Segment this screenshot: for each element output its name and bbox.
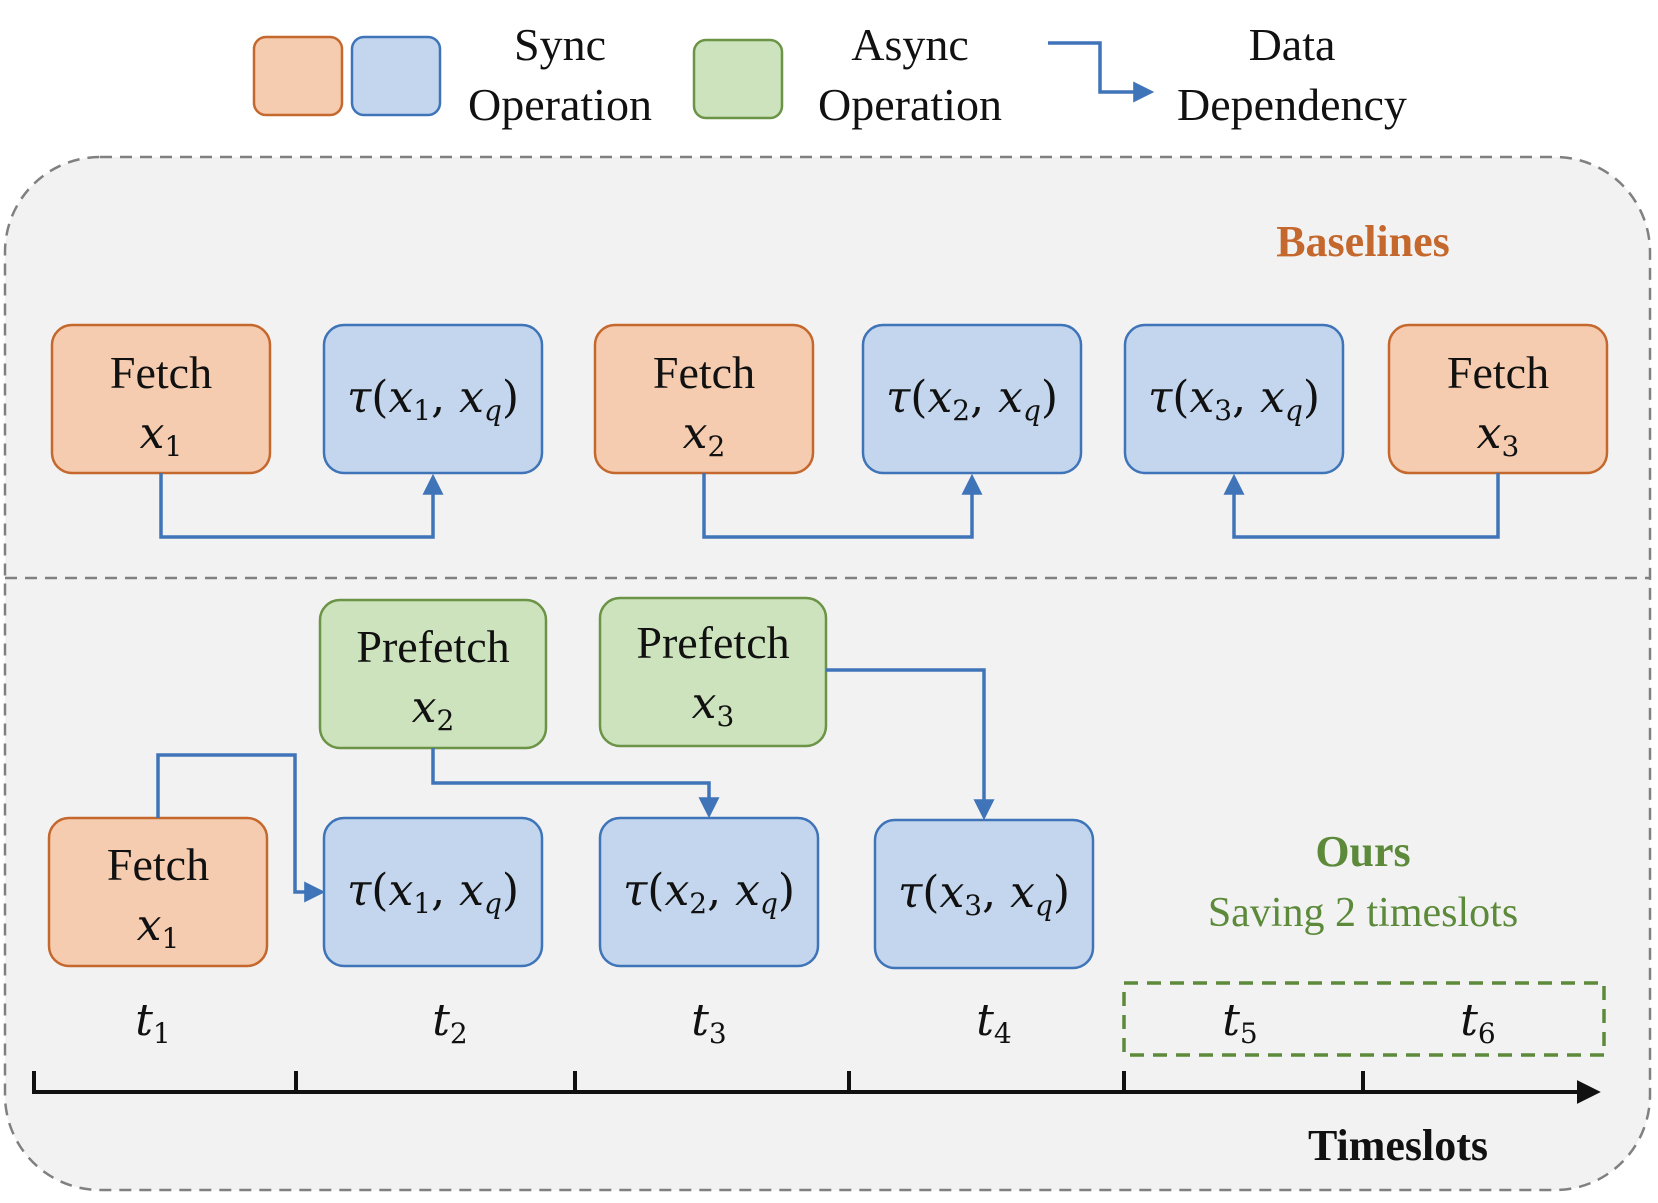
op-expression: τ(x3, xq) <box>1148 372 1320 427</box>
op-variable: x3 <box>692 678 735 733</box>
baseline-fetch-x1-box: Fetch x1 <box>50 323 272 475</box>
op-expression: τ(x2, xq) <box>623 865 795 920</box>
baseline-compute-x2-box: τ(x2, xq) <box>861 323 1083 475</box>
legend-dependency-label-1: Data <box>1249 19 1336 70</box>
timeline-axis-label: Timeslots <box>1308 1121 1488 1170</box>
ours-dependency-arrow-fetch <box>156 753 326 903</box>
ours-compute-x2-box: τ(x2, xq) <box>598 816 820 968</box>
op-label: Fetch <box>110 347 212 398</box>
legend-sync-blue-swatch <box>350 35 442 117</box>
baseline-compute-x3-box: τ(x3, xq) <box>1123 323 1345 475</box>
saved-timeslots-box <box>1122 981 1606 1057</box>
ours-prefetch-x3-box: Prefetch x3 <box>598 596 828 748</box>
comparison-panel <box>3 155 1652 1192</box>
legend-sync-label-2: Operation <box>468 79 652 130</box>
baseline-compute-x1-box: τ(x1, xq) <box>322 323 544 475</box>
legend-async-label-2: Operation <box>818 79 1002 130</box>
op-expression: τ(x3, xq) <box>898 867 1070 922</box>
baseline-fetch-x2-box: Fetch x2 <box>593 323 815 475</box>
op-variable: x3 <box>1477 408 1520 463</box>
op-expression: τ(x2, xq) <box>886 372 1058 427</box>
op-variable: x2 <box>412 682 455 737</box>
op-label: Fetch <box>107 839 209 890</box>
op-label: Prefetch <box>636 617 789 668</box>
legend: Sync Operation Async Operation Data Depe… <box>252 19 1407 130</box>
op-variable: x2 <box>683 408 726 463</box>
legend-dependency-label-2: Dependency <box>1177 79 1407 130</box>
legend-async-green-swatch <box>692 38 784 120</box>
legend-async-label-1: Async <box>851 19 969 70</box>
ours-prefetch-x2-box: Prefetch x2 <box>318 598 548 750</box>
ours-dependency-arrow-prefetch-x2 <box>431 748 720 819</box>
baseline-dependency-arrow-2 <box>702 473 983 539</box>
timeslot-label: t2 <box>432 995 468 1050</box>
timeslot-label: t1 <box>135 995 171 1050</box>
op-expression: τ(x1, xq) <box>347 865 519 920</box>
ours-heading: Ours <box>1315 827 1410 876</box>
baseline-dependency-arrow-1 <box>159 473 444 539</box>
op-label: Prefetch <box>356 621 509 672</box>
baseline-dependency-arrow-3 <box>1223 473 1500 539</box>
ours-fetch-x1-box: Fetch x1 <box>47 816 269 968</box>
op-variable: x1 <box>137 900 180 955</box>
timeslot-label: t3 <box>691 995 727 1050</box>
timeslot-label: t6 <box>1460 995 1496 1050</box>
ours-compute-x3-box: τ(x3, xq) <box>873 818 1095 970</box>
timeslot-label: t4 <box>976 995 1012 1050</box>
op-variable: x1 <box>140 408 183 463</box>
ours-dependency-arrow-prefetch-x3 <box>826 668 995 821</box>
timeslot-label: t5 <box>1222 995 1258 1050</box>
legend-sync-orange-swatch <box>252 35 344 117</box>
op-label: Fetch <box>1447 347 1549 398</box>
baseline-fetch-x3-box: Fetch x3 <box>1387 323 1609 475</box>
baselines-heading: Baselines <box>1276 217 1450 266</box>
op-label: Fetch <box>653 347 755 398</box>
ours-compute-x1-box: τ(x1, xq) <box>322 816 544 968</box>
legend-dependency-arrow-icon <box>1048 41 1155 103</box>
ours-subheading: Saving 2 timeslots <box>1208 890 1518 936</box>
op-expression: τ(x1, xq) <box>347 372 519 427</box>
legend-sync-label-1: Sync <box>514 19 606 70</box>
timeline: t1 t2 t3 t4 t5 t6 Timeslots <box>32 995 1601 1170</box>
